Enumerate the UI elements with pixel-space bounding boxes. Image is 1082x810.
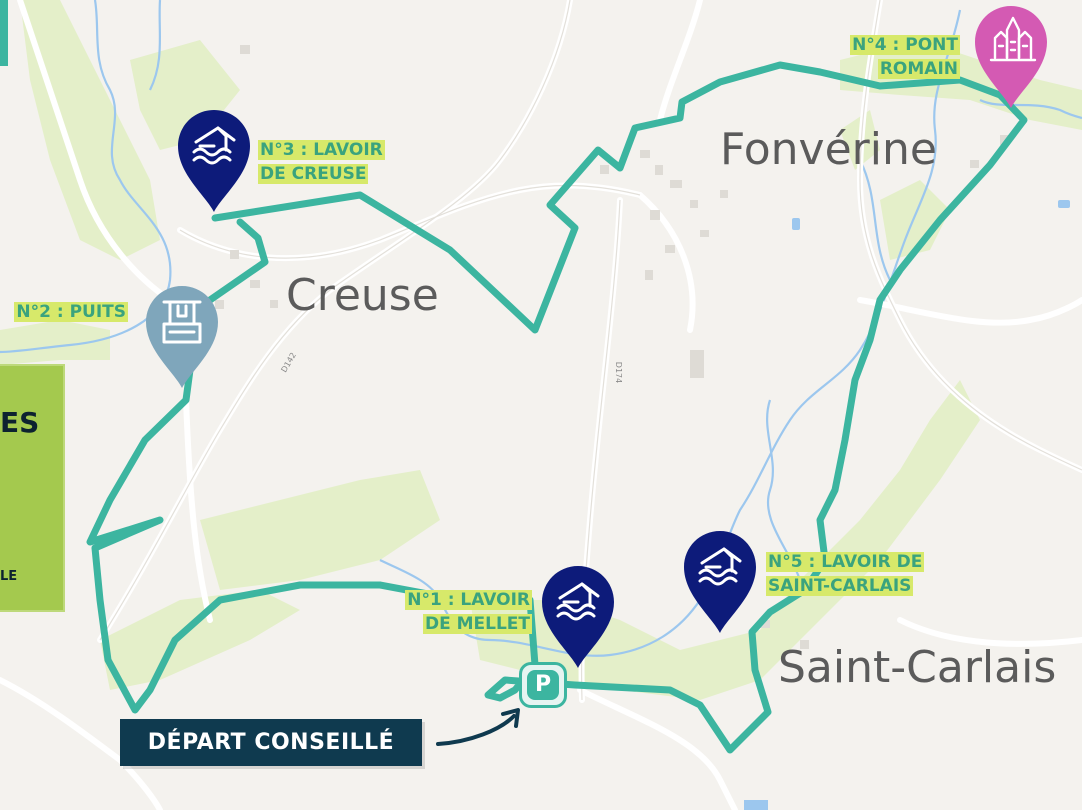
panel-heading-fragment: ES (0, 406, 40, 439)
lavoir-icon (698, 547, 742, 586)
parking-icon: P (527, 670, 559, 700)
town-label-saint-carlais: Saint-Carlais (778, 642, 1057, 693)
stop-label-1: N°1 : LAVOIR DE MELLET (405, 590, 532, 634)
hiking-route (86, 61, 1028, 754)
town-label-creuse: Creuse (286, 270, 439, 321)
castle-icon (989, 16, 1037, 62)
stop-pin-2[interactable] (144, 284, 220, 390)
puits-icon (162, 300, 202, 344)
lavoir-icon-pin-shape (542, 566, 614, 668)
panel-text-fragment: LE (0, 569, 18, 584)
town-label-fonverine: Fonvérine (720, 124, 937, 175)
lavoir-icon (192, 126, 236, 165)
stop-label-5: N°5 : LAVOIR DE SAINT-CARLAIS (766, 552, 925, 596)
road-label-d174: D174 (614, 361, 624, 384)
stop-pin-5[interactable] (682, 529, 758, 635)
stop-pin-4[interactable] (973, 4, 1049, 110)
stop-label-3: N°3 : LAVOIR DE CREUSE (258, 140, 385, 184)
parking-marker[interactable]: P (519, 662, 567, 708)
stop-label-2: N°2 : PUITS (14, 302, 128, 322)
depart-conseille-label: DÉPART CONSEILLÉ (120, 719, 422, 766)
corner-accent-bar (0, 0, 8, 66)
lavoir-icon (556, 582, 600, 621)
info-panel-partial[interactable]: ES LE (0, 364, 65, 612)
stop-pin-1[interactable] (540, 564, 616, 670)
stop-label-4: N°4 : PONT ROMAIN (850, 35, 960, 79)
stop-pin-3[interactable] (176, 108, 252, 214)
